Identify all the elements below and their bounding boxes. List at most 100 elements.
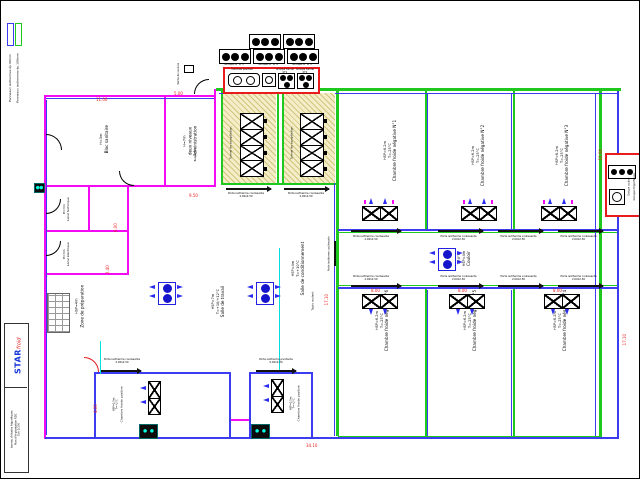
sliding-door <box>438 283 484 289</box>
legend-swatch-green <box>15 23 22 46</box>
airflow-arrow <box>275 294 281 298</box>
condensing-unit <box>219 49 251 64</box>
dimension: 8.00 <box>553 288 562 293</box>
airflow-arrow <box>565 309 569 315</box>
condensing-unit <box>608 165 636 179</box>
unit-label: Groupe tunnel N°1 <box>276 68 294 74</box>
airflow-arrow <box>470 309 474 315</box>
door-arc <box>46 241 61 256</box>
tunnel-unit <box>297 73 314 89</box>
wall <box>249 372 313 374</box>
condensing-unit-small <box>139 424 158 439</box>
wall <box>599 91 602 439</box>
airflow-arrow <box>140 400 146 404</box>
wall <box>214 89 216 187</box>
airflow-arrow <box>429 260 435 264</box>
sliding-door <box>558 228 604 234</box>
tick <box>392 200 394 204</box>
title-block-frame <box>4 323 29 473</box>
tick <box>571 200 573 204</box>
wall <box>427 93 428 229</box>
dimension: 8.00 <box>371 288 380 293</box>
airflow-arrow <box>140 386 146 390</box>
evaporator <box>362 206 398 221</box>
tick <box>543 200 545 204</box>
sliding-door <box>256 368 297 374</box>
wall <box>427 290 428 436</box>
tunnel-rack <box>300 113 327 177</box>
airflow-arrow <box>551 309 555 315</box>
airflow-arrow <box>275 285 281 289</box>
airflow-arrow <box>263 398 269 402</box>
air-cooler <box>438 248 456 271</box>
air-cooler <box>256 282 274 305</box>
dimension: 11.00 <box>96 97 108 102</box>
evaporator <box>148 381 161 415</box>
stairs <box>47 293 70 333</box>
evaporator <box>461 206 497 221</box>
airflow-arrow <box>369 309 373 315</box>
wall <box>221 183 338 185</box>
unit-label: Groupe tunnel N°2 <box>296 68 314 74</box>
label-sortie-secours: Sortie de secours <box>177 62 181 85</box>
wall <box>127 185 129 275</box>
wall <box>216 88 621 91</box>
sliding-door <box>284 186 330 192</box>
title-block-divider <box>4 387 27 388</box>
sliding-door <box>438 228 484 234</box>
airflow-arrow <box>149 285 155 289</box>
label-tapis: Tapis roulant <box>310 291 315 311</box>
wall <box>277 91 279 185</box>
airflow-arrow <box>457 260 463 264</box>
wall <box>338 287 619 289</box>
airflow-arrow <box>177 294 183 298</box>
wall <box>44 185 216 187</box>
airflow-arrow <box>548 198 552 204</box>
airflow-arrow <box>369 198 373 204</box>
dimension: 5.00 <box>174 91 183 96</box>
condensing-unit-small <box>251 424 270 439</box>
unit-label: Groupe CF N°4 <box>258 63 278 66</box>
sliding-door-vertical <box>334 241 336 266</box>
evaporator <box>541 206 577 221</box>
airflow-arrow <box>383 309 387 315</box>
sliding-door <box>101 368 142 374</box>
tunnel-rack <box>240 113 267 177</box>
tick <box>491 200 493 204</box>
unit-label: Centrale positive <box>231 68 253 71</box>
wall <box>513 91 515 229</box>
evaporator <box>362 294 398 309</box>
central-unit <box>228 73 260 87</box>
door-arc <box>194 79 209 94</box>
wall <box>44 95 46 439</box>
wall <box>231 419 251 421</box>
sliding-door <box>226 186 272 192</box>
dimension: 8.00 <box>458 288 467 293</box>
wall <box>338 232 619 233</box>
wall <box>219 93 617 94</box>
sliding-door <box>558 283 604 289</box>
door-arc <box>46 134 62 150</box>
legend-swatch-blue <box>7 23 14 46</box>
sliding-door <box>351 283 402 289</box>
evaporator <box>544 294 580 309</box>
dimension: 2.40 <box>104 265 110 275</box>
airflow-arrow <box>177 285 183 289</box>
sliding-door <box>498 228 544 234</box>
